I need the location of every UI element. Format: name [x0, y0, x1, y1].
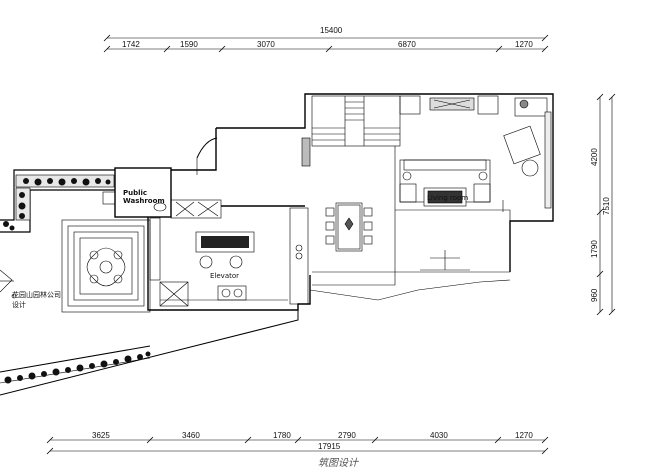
- entry-walls: [147, 93, 554, 311]
- washroom-label-line2: Washroom: [123, 197, 165, 205]
- dim-top-total: 15400: [320, 26, 343, 35]
- company-name-line1: 花园山园林公司: [12, 290, 61, 299]
- dim-top-4: 6870: [398, 40, 416, 49]
- top-dimension-line: 15400 1742 1590 3070 6870 1270: [103, 26, 549, 53]
- bottom-dimension-line: 3625 3460 1780 2790 4030 1270 17915: [46, 431, 549, 455]
- dim-right-1: 4200: [590, 148, 599, 166]
- public-washroom: [102, 167, 222, 219]
- elevator-label: Elevator: [210, 272, 239, 280]
- dim-right-2: 7510: [602, 197, 611, 215]
- dim-bottom-3: 1780: [273, 431, 291, 440]
- company-name-line2: 设计: [12, 300, 26, 309]
- dim-bottom-2: 3460: [182, 431, 200, 440]
- living-room-label: Living room: [427, 194, 468, 202]
- living-room: [309, 95, 552, 301]
- dim-top-5: 1270: [515, 40, 533, 49]
- dim-bottom-1: 3625: [92, 431, 110, 440]
- company-logo: [0, 269, 17, 299]
- courtyard-paving: [61, 219, 151, 313]
- dim-bottom-5: 4030: [430, 431, 448, 440]
- staircase: [301, 95, 401, 167]
- dim-bottom-6: 1270: [515, 431, 533, 440]
- dim-top-2: 1590: [180, 40, 198, 49]
- dim-right-3: 1790: [590, 240, 599, 258]
- dim-right-4: 960: [590, 288, 599, 302]
- kitchen: [149, 207, 309, 307]
- dim-bottom-4: 2790: [338, 431, 356, 440]
- dim-top-3: 3070: [257, 40, 275, 49]
- planter-shrubs-left: [3, 178, 111, 231]
- washroom-label-line1: Public: [123, 189, 147, 197]
- designer-signature: 筑图设计: [318, 457, 359, 469]
- lower-terrace: [0, 308, 299, 396]
- planter-shrubs-bottom: [4, 351, 151, 384]
- right-dimension-line: 4200 7510 1790 960: [590, 93, 616, 316]
- dim-bottom-total: 17915: [318, 442, 341, 451]
- dining-area: [312, 146, 396, 286]
- dim-top-1: 1742: [122, 40, 140, 49]
